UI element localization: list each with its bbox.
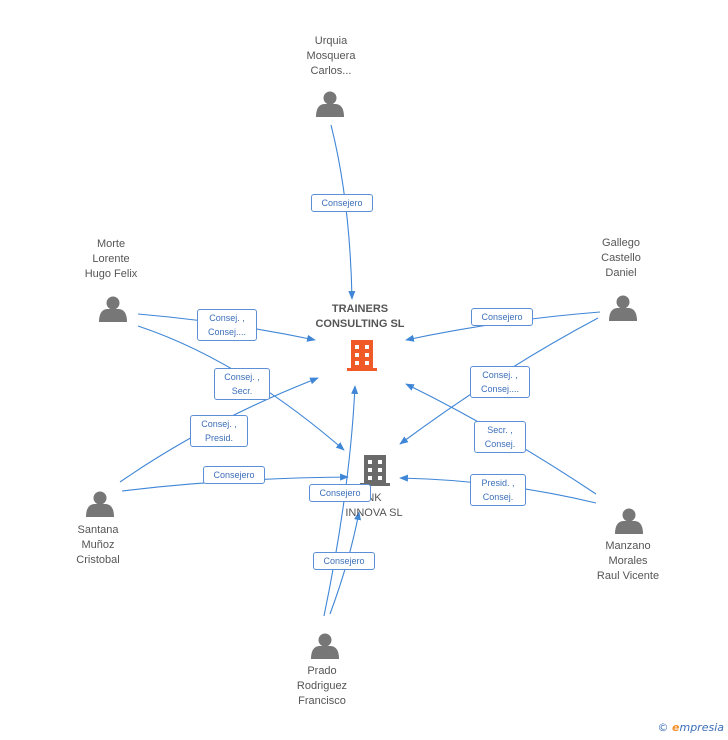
edge-label-santana-other: Consejero (203, 466, 265, 484)
person-label-prado[interactable]: Prado Rodriguez Francisco (296, 665, 348, 707)
edge-label-manzano-main: Secr. , Consej. (474, 421, 526, 453)
company-label-other[interactable]: NK INNOVA SL (345, 492, 403, 519)
edge-label-morte-other: Consej. , Secr. (214, 368, 270, 400)
person-label-santana[interactable]: Santana Muñoz Cristobal (76, 524, 120, 566)
person-label-gallego[interactable]: Gallego Castello Daniel (601, 237, 641, 279)
edge-label-gallego-main: Consejero (471, 308, 533, 326)
edge-label-prado-other: Consejero (313, 552, 375, 570)
edge-label-urquia-main: Consejero (311, 194, 373, 212)
edge-label-manzano-other: Presid. , Consej. (470, 474, 526, 506)
person-icon-prado (311, 633, 339, 659)
edge-urquia-main (330, 124, 356, 300)
person-label-urquia[interactable]: Urquia Mosquera Carlos... (306, 35, 356, 77)
person-icon-morte (99, 296, 127, 322)
brand-name: mpresia (679, 721, 724, 734)
person-icon-santana (86, 491, 114, 517)
edge-label-santana-main: Consej. , Presid. (190, 415, 248, 447)
brand-e: e (672, 721, 680, 734)
building-icon-other (360, 455, 390, 486)
building-icon-main (347, 340, 377, 371)
copyright-icon: © (657, 721, 669, 734)
edge-label-prado-main: Consejero (309, 484, 371, 502)
edge-label-morte-main: Consej. , Consej.... (197, 309, 257, 341)
person-label-morte[interactable]: Morte Lorente Hugo Felix (84, 238, 138, 280)
company-label-main[interactable]: TRAINERS CONSULTING SL (315, 303, 405, 330)
edge-label-gallego-other: Consej. , Consej.... (470, 366, 530, 398)
empresia-logo[interactable]: © empresia (658, 721, 724, 734)
person-label-manzano[interactable]: Manzano Morales Raul Vicente (596, 540, 660, 582)
person-icon-gallego (609, 295, 637, 321)
person-icon-urquia (316, 91, 344, 117)
person-icon-manzano (615, 508, 643, 534)
